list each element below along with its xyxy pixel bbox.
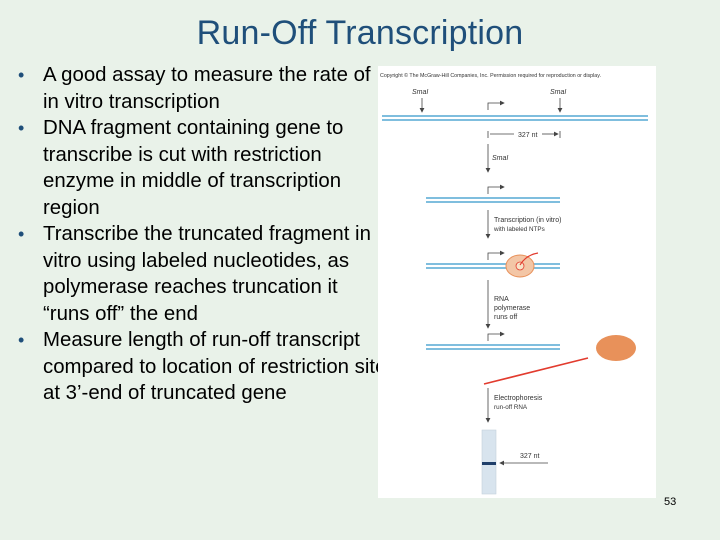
length-label-top: 327 nt bbox=[518, 132, 538, 139]
released-polymerase-shape bbox=[596, 335, 636, 361]
bullet-icon: • bbox=[18, 118, 25, 138]
polymerase-label: polymerase bbox=[494, 305, 530, 312]
active-site-shape bbox=[515, 261, 525, 271]
promoter-arrow bbox=[487, 331, 505, 341]
gel-band bbox=[482, 462, 496, 465]
run-off-rna-strand bbox=[483, 357, 589, 385]
electrophoresis-label: Electrophoresis bbox=[494, 395, 543, 402]
page-number: 53 bbox=[664, 496, 677, 508]
run-off-diagram: Copyright © The McGraw-Hill Companies, I… bbox=[378, 66, 656, 498]
length-label-gel: 327 nt bbox=[520, 453, 540, 460]
copyright-text: Copyright © The McGraw-Hill Companies, I… bbox=[380, 72, 601, 79]
promoter-arrow bbox=[487, 184, 505, 194]
bullet-text: A good assay to measure the rate of in v… bbox=[43, 64, 371, 113]
smai-label-left: SmaI bbox=[412, 89, 428, 96]
bullet-item: • Measure length of run-off transcript c… bbox=[18, 327, 388, 407]
bullet-text: Transcribe the truncated fragment in vit… bbox=[43, 223, 371, 325]
bullet-item: • DNA fragment containing gene to transc… bbox=[18, 115, 388, 221]
nascent-rna-shape bbox=[519, 252, 539, 266]
bullet-item: • A good assay to measure the rate of in… bbox=[18, 62, 388, 115]
bullet-icon: • bbox=[18, 65, 25, 85]
smai-label-cut: SmaI bbox=[492, 155, 508, 162]
promoter-arrow bbox=[487, 100, 505, 110]
smai-label-right: SmaI bbox=[550, 89, 566, 96]
electrophoresis-sublabel: run-off RNA bbox=[494, 404, 528, 411]
promoter-arrow bbox=[487, 250, 505, 260]
bullet-icon: • bbox=[18, 330, 25, 350]
bullet-icon: • bbox=[18, 224, 25, 244]
runs-off-label: runs off bbox=[494, 314, 517, 321]
diagram-svg: Copyright © The McGraw-Hill Companies, I… bbox=[380, 72, 648, 495]
slide-title: Run-Off Transcription bbox=[196, 14, 524, 52]
bullet-text: DNA fragment containing gene to transcri… bbox=[43, 117, 344, 219]
bullet-text: Measure length of run-off transcript com… bbox=[43, 329, 387, 404]
bullet-list: • A good assay to measure the rate of in… bbox=[18, 62, 388, 407]
transcription-sublabel: with labeled NTPs bbox=[493, 226, 545, 233]
rna-label: RNA bbox=[494, 296, 509, 303]
bullet-item: • Transcribe the truncated fragment in v… bbox=[18, 221, 388, 327]
transcription-label: Transcription (in vitro) bbox=[494, 217, 561, 224]
